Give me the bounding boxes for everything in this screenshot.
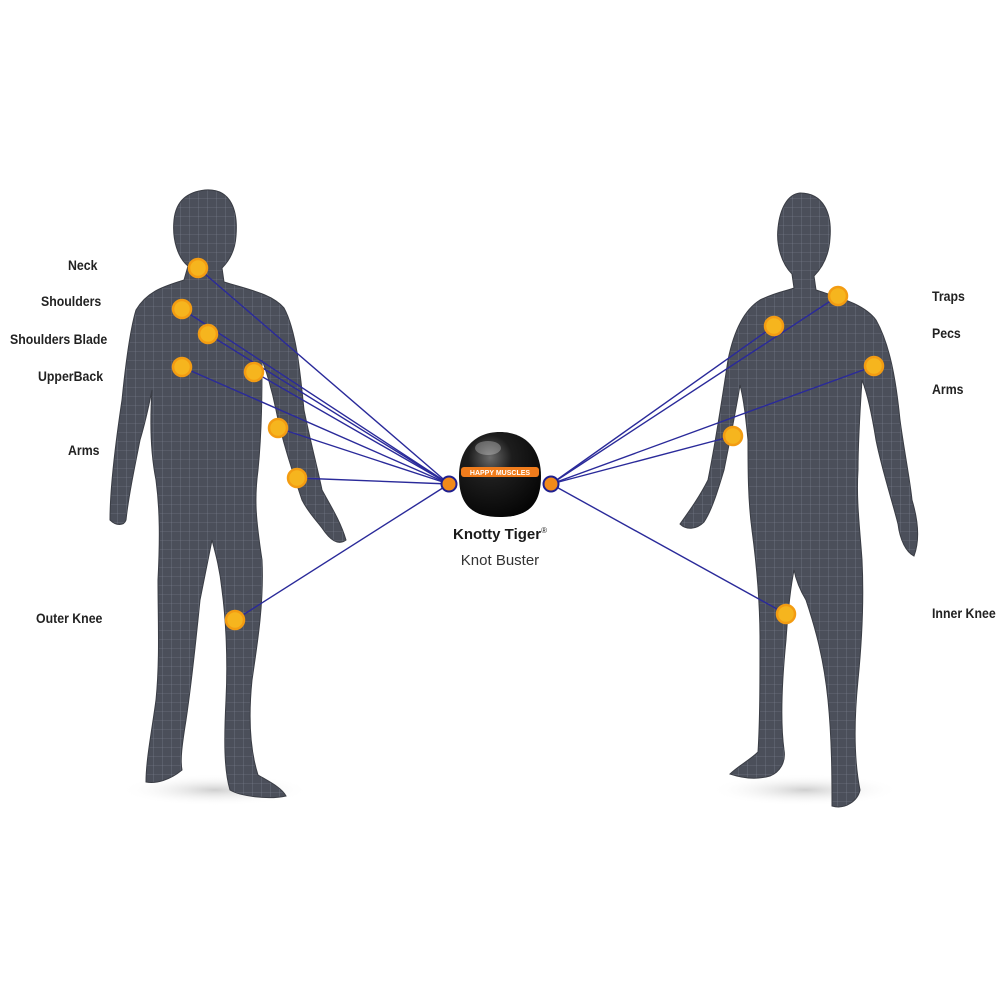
- point-shoulders-blade: [197, 323, 219, 345]
- registered-mark: ®: [541, 526, 547, 535]
- point-arms-mid: [267, 417, 289, 439]
- label-upperback: UpperBack: [38, 368, 104, 384]
- point-neck: [187, 257, 209, 279]
- line-upperback: [181, 366, 450, 485]
- point-arms-lower-r: [722, 425, 744, 447]
- label-shoulders: Shoulders: [41, 293, 102, 309]
- right-points: [722, 285, 885, 625]
- label-traps: Traps: [932, 288, 965, 304]
- label-arms-left: Arms: [68, 442, 100, 458]
- point-traps: [827, 285, 849, 307]
- point-shoulders: [171, 298, 193, 320]
- point-outer-knee: [224, 609, 246, 631]
- right-connector-lines: [550, 295, 875, 615]
- point-arms-upper: [243, 361, 265, 383]
- product-subtitle: Knot Buster: [460, 552, 540, 569]
- right-figure: [679, 192, 919, 808]
- right-hub: [542, 475, 560, 493]
- line-arms-lower-r: [550, 435, 734, 485]
- line-arms-upper: [253, 371, 450, 485]
- ball-band: [461, 467, 539, 477]
- left-figure: [109, 189, 347, 799]
- knotty-tiger-ball: HAPPY MUSCLES: [459, 432, 541, 517]
- line-inner-knee: [550, 483, 787, 615]
- left-points: [171, 257, 308, 631]
- label-neck: Neck: [68, 257, 98, 273]
- product-name: Knotty Tiger®: [440, 526, 560, 543]
- point-pecs: [763, 315, 785, 337]
- point-arms-lower: [286, 467, 308, 489]
- line-shoulders-blade: [207, 333, 450, 485]
- line-pecs: [550, 325, 775, 485]
- label-pecs: Pecs: [932, 325, 961, 341]
- line-arms-mid: [277, 427, 450, 485]
- line-arms-upper-r: [550, 365, 875, 485]
- label-inner-knee: Inner Knee: [932, 605, 996, 621]
- line-neck: [197, 267, 450, 485]
- line-outer-knee: [234, 483, 450, 621]
- right-figure-shadow: [710, 774, 900, 806]
- label-shoulders-blade: Shoulders Blade: [10, 331, 108, 347]
- left-connector-lines: [181, 267, 450, 621]
- left-hub: [440, 475, 458, 493]
- line-arms-lower: [296, 477, 450, 485]
- label-arms-right: Arms: [932, 381, 964, 397]
- product-name-text: Knotty Tiger: [453, 526, 542, 543]
- line-shoulders: [181, 308, 450, 485]
- label-outer-knee: Outer Knee: [36, 610, 103, 626]
- point-inner-knee: [775, 603, 797, 625]
- line-traps: [550, 295, 839, 485]
- point-arms-upper-r: [863, 355, 885, 377]
- point-upperback: [171, 356, 193, 378]
- ball-band-text: HAPPY MUSCLES: [470, 470, 530, 477]
